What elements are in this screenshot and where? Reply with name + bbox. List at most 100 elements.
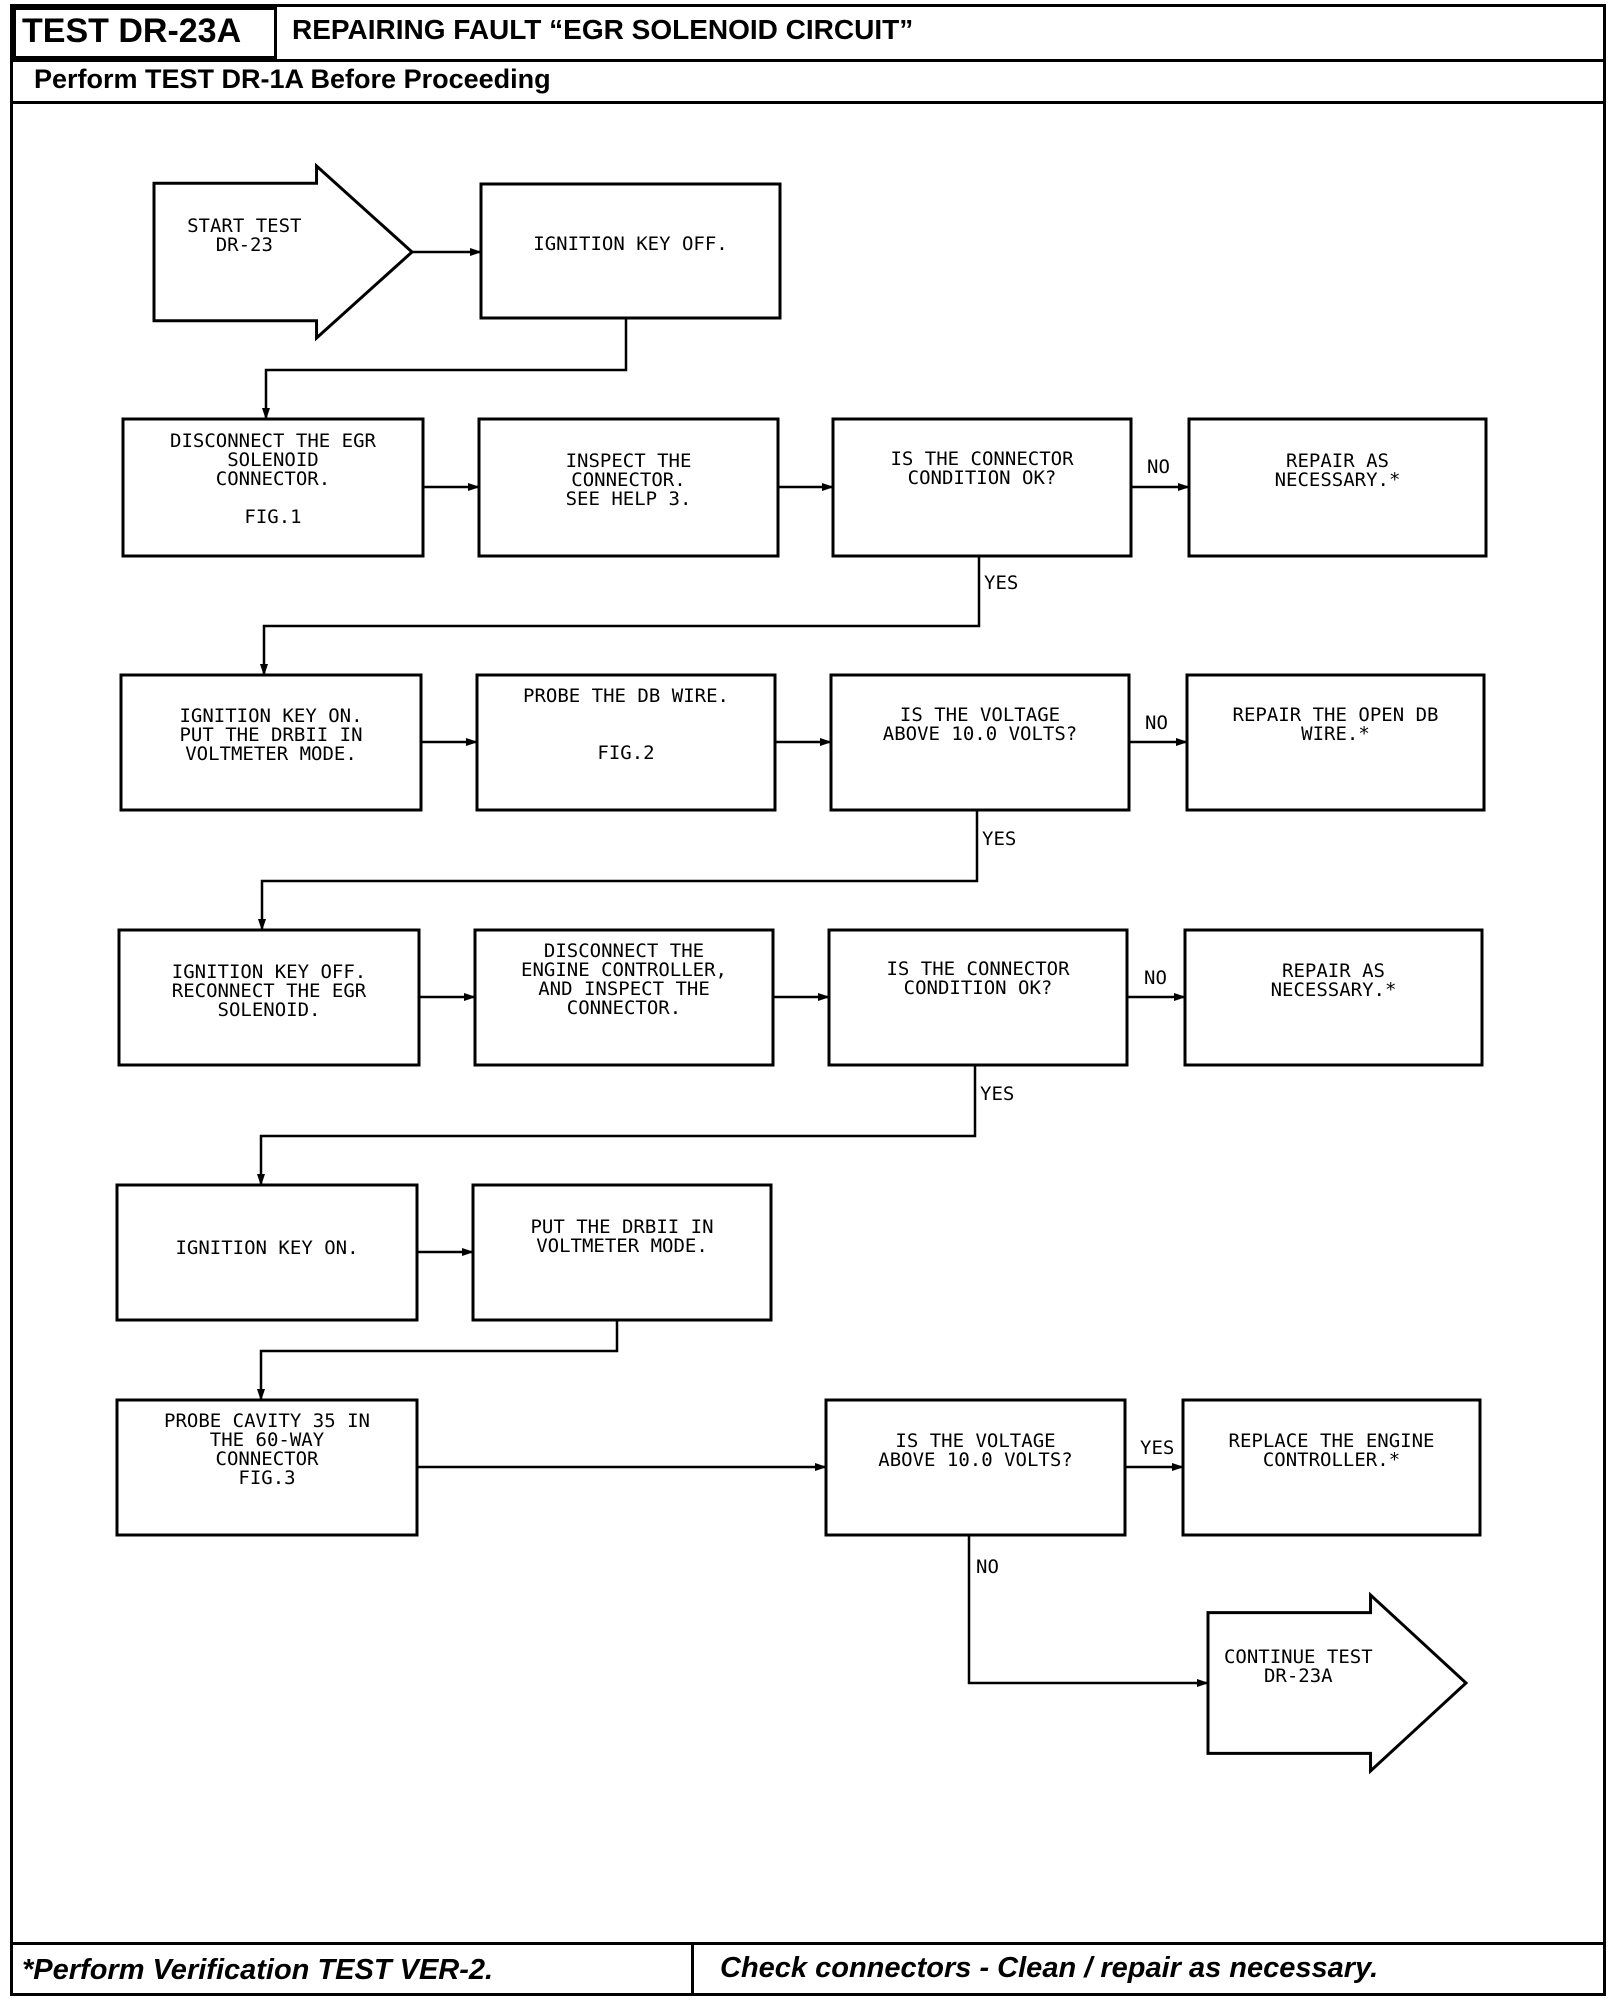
n6-text-line: SOLENOID.	[218, 999, 321, 1021]
end-text-line: DR-23A	[1264, 1665, 1333, 1687]
n2-text-line: FIG.1	[244, 506, 301, 528]
branch-label-yes3: YES	[980, 1083, 1014, 1105]
header-band	[10, 4, 1606, 104]
d3-text-line: IS THE CONNECTOR	[886, 958, 1070, 980]
n3-box	[477, 417, 780, 558]
start-text-line: START TEST	[187, 215, 301, 237]
n5-text-line: FIG.2	[597, 742, 654, 764]
node-n8: IGNITION KEY ON.	[115, 1183, 419, 1322]
d2-box	[829, 673, 1131, 812]
r1-box	[1187, 417, 1488, 558]
n1-box	[479, 182, 782, 320]
branch-label-no1: NO	[1147, 456, 1170, 478]
branch-label-yes4: YES	[1140, 1437, 1174, 1459]
n10-box	[115, 1398, 419, 1537]
n6-box	[117, 928, 421, 1067]
node-n4: IGNITION KEY ON.PUT THE DRBII INVOLTMETE…	[119, 673, 423, 812]
n4-box	[119, 673, 423, 812]
n4-text-line: IGNITION KEY ON.	[179, 705, 362, 727]
connector-d3-n8	[257, 1065, 977, 1186]
d4-text-line: IS THE VOLTAGE	[895, 1430, 1055, 1452]
n3-text-line: SEE HELP 3.	[566, 488, 692, 510]
n4-text-line: VOLTMETER MODE.	[185, 743, 357, 765]
n8-text-line: IGNITION KEY ON.	[175, 1237, 358, 1259]
n6-text-line: RECONNECT THE EGR	[172, 980, 367, 1002]
r2-box	[1185, 673, 1486, 812]
d1-text-line: CONDITION OK?	[908, 467, 1057, 489]
subtitle: Perform TEST DR-1A Before Proceeding	[34, 64, 551, 94]
subtitle-divider	[10, 59, 1606, 62]
n2-text-line: CONNECTOR.	[216, 468, 330, 490]
r2-text-line: WIRE.*	[1301, 723, 1370, 745]
d4-box	[824, 1398, 1127, 1537]
node-n5: PROBE THE DB WIRE. FIG.2	[475, 673, 777, 812]
n5-text-line: PROBE THE DB WIRE.	[523, 685, 729, 707]
connector-d4-end	[967, 1535, 1209, 1687]
n9-text-line: VOLTMETER MODE.	[536, 1235, 708, 1257]
connector-d2-n6	[258, 810, 979, 931]
r1-text-line: REPAIR AS	[1286, 450, 1389, 472]
connector-n1-n2	[262, 318, 628, 420]
n3-text-line: INSPECT THE	[566, 450, 692, 472]
n7-box	[473, 928, 775, 1067]
node-n6: IGNITION KEY OFF.RECONNECT THE EGRSOLENO…	[117, 928, 421, 1067]
start-arrow-shape	[152, 162, 415, 342]
branch-label-no2: NO	[1145, 712, 1168, 734]
d2-text-line: IS THE VOLTAGE	[900, 704, 1060, 726]
n4-text-line: PUT THE DRBII IN	[179, 724, 362, 746]
branch-label-yes1: YES	[984, 572, 1018, 594]
n7-text-line: AND INSPECT THE	[538, 978, 710, 1000]
branch-label-no4: NO	[976, 1556, 999, 1578]
n7-text-line: CONNECTOR.	[567, 997, 681, 1019]
d1-box	[831, 417, 1133, 558]
n5-box	[475, 673, 777, 812]
d3-box	[827, 928, 1129, 1067]
d2-text-line: ABOVE 10.0 VOLTS?	[883, 723, 1077, 745]
n9-text-line: PUT THE DRBII IN	[530, 1216, 713, 1238]
n10-text-line: THE 60-WAY	[210, 1429, 325, 1451]
branch-label-yes2: YES	[982, 828, 1016, 850]
n7-text-line: ENGINE CONTROLLER,	[521, 959, 727, 981]
end-text-line: CONTINUE TEST	[1224, 1646, 1373, 1668]
branch-label-no3: NO	[1144, 967, 1167, 989]
r3-text-line: NECESSARY.*	[1271, 979, 1397, 1001]
connector-n9-n10	[257, 1320, 619, 1401]
node-n1: IGNITION KEY OFF.	[479, 182, 782, 320]
n9-box	[471, 1183, 773, 1322]
footer-note-left: *Perform Verification TEST VER-2.	[22, 1954, 494, 1986]
d1-text-line: IS THE CONNECTOR	[890, 448, 1074, 470]
end-arrow-shape	[1206, 1591, 1469, 1775]
node-n2: DISCONNECT THE EGRSOLENOIDCONNECTOR.FIG.…	[121, 417, 425, 558]
test-id-box	[13, 7, 277, 59]
n6-text-line: IGNITION KEY OFF.	[172, 961, 366, 983]
r4-box	[1181, 1398, 1482, 1537]
n10-text-line: PROBE CAVITY 35 IN	[164, 1410, 370, 1432]
page-title: REPAIRING FAULT “EGR SOLENOID CIRCUIT”	[292, 14, 914, 45]
d4-text-line: ABOVE 10.0 VOLTS?	[878, 1449, 1072, 1471]
r3-box	[1183, 928, 1484, 1067]
test-id: TEST DR-23A	[22, 12, 242, 50]
n3-text-line: CONNECTOR.	[571, 469, 685, 491]
r3-text-line: REPAIR AS	[1282, 960, 1385, 982]
footer-note-right: Check connectors - Clean / repair as nec…	[720, 1952, 1379, 1984]
r4-text-line: CONTROLLER.*	[1263, 1449, 1400, 1471]
connector-d1-n4	[260, 556, 981, 676]
r2-text-line: REPAIR THE OPEN DB	[1233, 704, 1439, 726]
n2-box	[121, 417, 425, 558]
start-text-line: DR-23	[216, 234, 273, 256]
